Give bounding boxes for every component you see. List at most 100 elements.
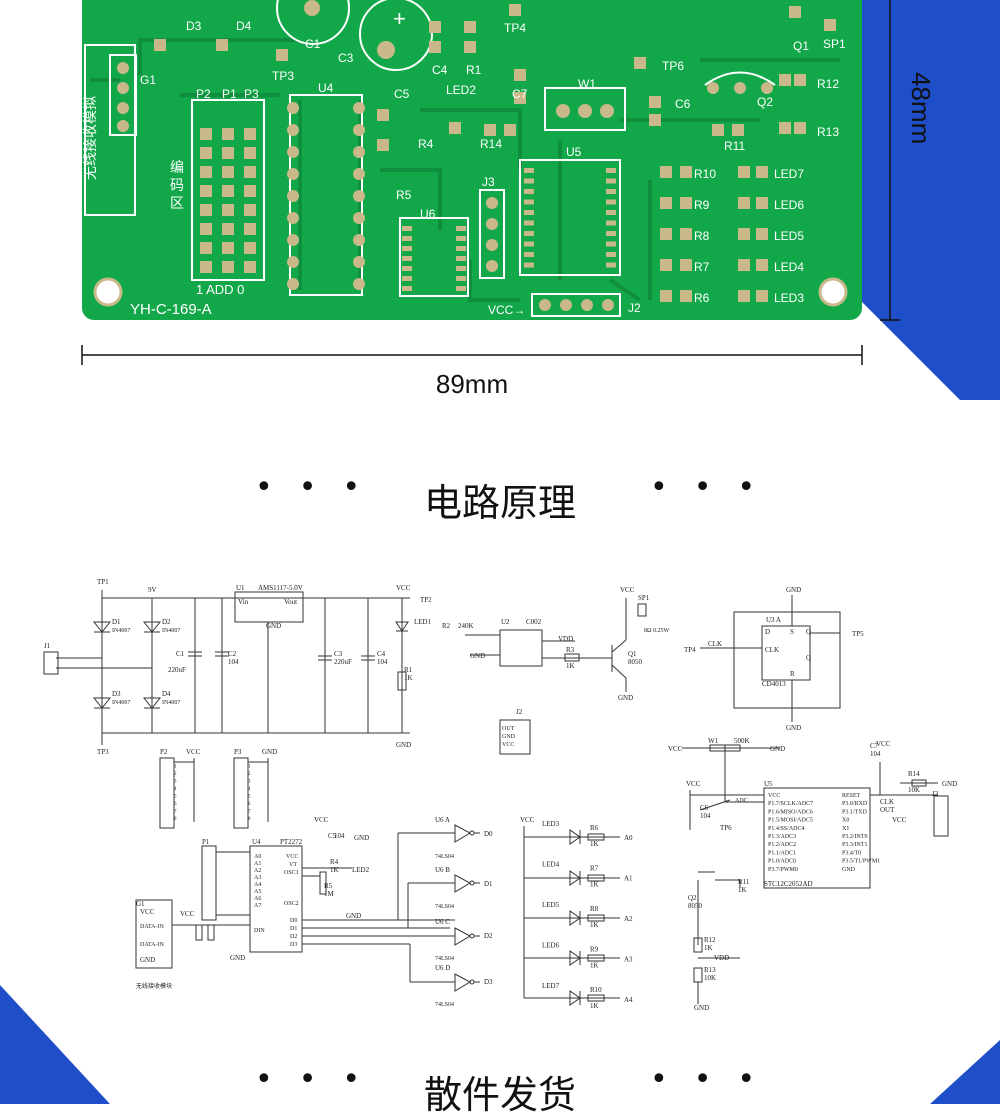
- schematic-label: TP4: [684, 646, 696, 654]
- pad: [222, 166, 234, 178]
- pad: [200, 242, 212, 254]
- mcu-right-pin: P3.1/TXD: [842, 809, 868, 815]
- schematic-label: 104: [334, 832, 345, 840]
- mount-hole-right: [818, 277, 848, 307]
- schematic-label: D: [765, 628, 770, 636]
- pt2272-data-pin: D0: [290, 918, 297, 924]
- svg-text:无线接收模拟: 无线接收模拟: [82, 96, 98, 180]
- schematic-label: 1K: [330, 866, 339, 874]
- schematic-label: R3: [566, 646, 575, 654]
- pin-number: 4: [248, 787, 251, 792]
- schematic-label: U3 A: [766, 616, 781, 624]
- pcb-label-led2: LED2: [446, 83, 476, 97]
- schematic-label: U2: [501, 618, 510, 626]
- u4-pads: [287, 102, 365, 290]
- pad: [680, 259, 692, 271]
- pad: [738, 259, 750, 271]
- j2-pin-label: GND: [502, 734, 516, 740]
- schematic-label: 74LS04: [435, 854, 454, 860]
- pad: [222, 147, 234, 159]
- schematic-label: 1K: [590, 1002, 599, 1010]
- pad: [464, 21, 476, 33]
- pcb-label-r5: R5: [396, 188, 412, 202]
- pcb-label-j3: J3: [482, 175, 495, 189]
- pcb-label-led4: LED4: [774, 260, 804, 274]
- pad: [222, 223, 234, 235]
- u6-outline: [399, 217, 469, 297]
- pin-number: 1: [248, 765, 251, 770]
- pcb-label-q1: Q1: [793, 39, 809, 53]
- pad: [524, 168, 534, 173]
- shipping-title: 散件发货: [423, 1073, 576, 1117]
- pcb-label-c4: C4: [432, 63, 448, 77]
- pin-number: 3: [174, 780, 177, 785]
- schematic-label: R10: [590, 986, 602, 994]
- schematic-label: C3: [334, 650, 343, 658]
- pad: [738, 228, 750, 240]
- pad: [456, 266, 466, 271]
- pad: [402, 256, 412, 261]
- pad: [200, 261, 212, 273]
- schematic-label: 10K: [704, 974, 716, 982]
- pad: [539, 299, 551, 311]
- pad: [353, 278, 365, 290]
- schematic-label: IN4007: [162, 700, 180, 706]
- schematic-labels: TP1TP39VJ1D1IN4007D2IN4007D3IN4007D4IN40…: [44, 578, 957, 1012]
- pad: [756, 290, 768, 302]
- pad: [276, 49, 288, 61]
- j3-header: [479, 189, 505, 279]
- schematic-label: STC12C2052AD: [764, 880, 813, 888]
- schematic-label: TP3: [97, 748, 109, 756]
- schematic-label: 74LS04: [435, 956, 454, 962]
- pad: [606, 241, 616, 247]
- pad: [649, 96, 661, 108]
- pad: [756, 228, 768, 240]
- pad: [789, 6, 801, 18]
- schematic-label: CLK: [708, 640, 722, 648]
- board-label: YH-C-169-A: [130, 301, 212, 318]
- pad: [738, 197, 750, 209]
- pad: [794, 74, 806, 86]
- mcu-left-pin: P1.7/SCLK/ADC7: [768, 801, 813, 807]
- schematic-label: C7: [870, 742, 879, 750]
- pad: [222, 242, 234, 254]
- schematic-label: VCC: [876, 740, 891, 748]
- schematic-label: Vin: [238, 598, 249, 606]
- schematic-label: P3: [234, 748, 242, 756]
- schematic-label: VDD: [714, 954, 729, 962]
- schematic-label: 8050: [688, 902, 703, 910]
- schematic-label: D2: [162, 618, 171, 626]
- schematic-label: 500K: [734, 737, 750, 745]
- pad: [524, 220, 534, 226]
- pad: [353, 212, 365, 224]
- schematic-wires: [43, 590, 949, 1006]
- schematic-label: U5: [764, 780, 773, 788]
- pcb-label-tp3: TP3: [272, 69, 294, 83]
- pad: [429, 41, 441, 53]
- schematic-label: VCC: [186, 748, 201, 756]
- pad: [824, 19, 836, 31]
- pcb-label-u5: U5: [566, 145, 582, 159]
- schematic-label: VCC: [286, 854, 298, 860]
- pad: [353, 168, 365, 180]
- schematic-label: P2: [160, 748, 168, 756]
- schematic-label: A4: [624, 996, 633, 1004]
- schematic-label: C2: [228, 650, 237, 658]
- mcu-left-pin: VCC: [768, 793, 780, 799]
- pad: [154, 39, 166, 51]
- schematic-label: GND: [786, 586, 801, 594]
- pad: [779, 74, 791, 86]
- pad: [606, 262, 616, 268]
- pad: [712, 124, 724, 136]
- pad: [734, 82, 746, 94]
- module-caption: 无线接收模块: [136, 982, 172, 990]
- j2-pin-label: VCC: [502, 742, 514, 748]
- pin-number: 7: [174, 810, 177, 815]
- pad: [600, 104, 614, 118]
- pad: [680, 166, 692, 178]
- schematic-label: 104: [700, 812, 711, 820]
- pad: [456, 226, 466, 231]
- pcb-label-c3: C3: [338, 51, 354, 65]
- schematic-label: R13: [704, 966, 716, 974]
